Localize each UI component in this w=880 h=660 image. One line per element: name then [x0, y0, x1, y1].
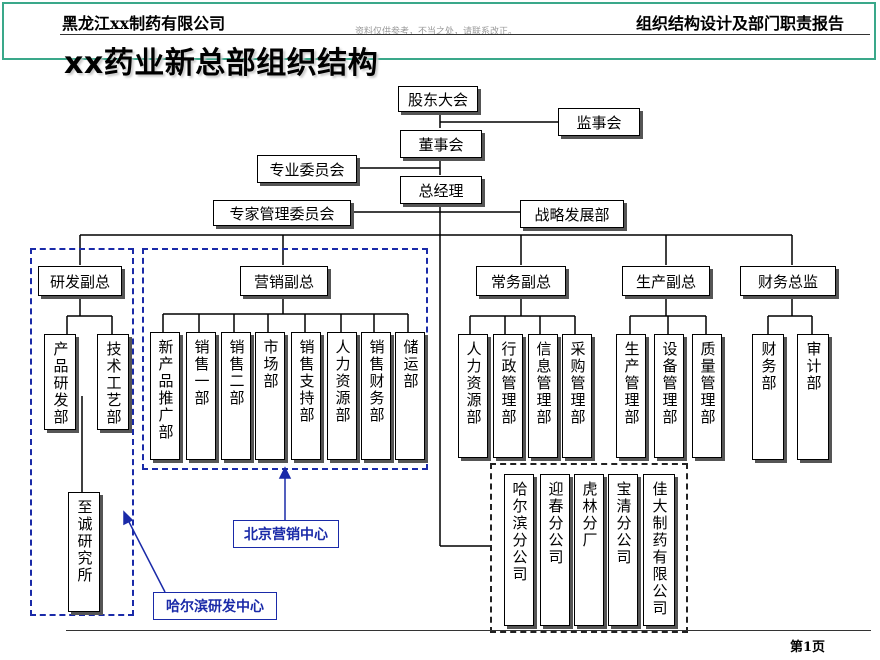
header-frame: [2, 2, 876, 60]
subsidiaries-group: [490, 463, 688, 633]
dept-label: 人力资源部: [333, 339, 352, 424]
dept-node: 信息管理部: [528, 334, 558, 458]
rd-center-group: [30, 248, 134, 616]
expert-committee-node: 专家管理委员会: [213, 200, 351, 226]
dept-label: 销售支持部: [297, 339, 316, 424]
footer-rule: [66, 630, 871, 631]
dept-label: 质量管理部: [698, 341, 717, 426]
strategy-node: 战略发展部: [520, 200, 624, 228]
dept-node: 审计部: [797, 334, 829, 460]
dept-node: 行政管理部: [493, 334, 523, 458]
subsidiary-node: 哈尔滨分公司: [504, 474, 534, 626]
dept-label: 生产管理部: [622, 341, 641, 426]
shareholders-node: 股东大会: [398, 86, 478, 112]
header-note: 资料仅供参考，不当之处，请联系改正。: [355, 27, 518, 37]
dept-label: 采购管理部: [568, 341, 587, 426]
subsidiary-label: 哈尔滨分公司: [510, 481, 529, 583]
dept-node: 技术工艺部: [97, 334, 129, 430]
production-vp-node: 生产副总: [622, 266, 710, 296]
subsidiary-node: 佳大制药有限公司: [643, 474, 675, 626]
dept-node: 人力资源部: [458, 334, 488, 458]
dept-label: 销售二部: [227, 339, 246, 407]
dept-node: 生产管理部: [616, 334, 646, 458]
subsidiary-label: 宝清分公司: [614, 481, 633, 566]
dept-label: 审计部: [804, 341, 823, 392]
dept-label: 技术工艺部: [104, 341, 123, 426]
dept-node: 新产品推广部: [150, 332, 180, 460]
dept-label: 销售财务部: [367, 339, 386, 424]
dept-label: 销售一部: [192, 339, 211, 407]
dept-node: 市场部: [255, 332, 285, 460]
dept-label: 行政管理部: [499, 341, 518, 426]
dept-node: 产品研发部: [44, 334, 76, 430]
company-name: 黑龙江xx制药有限公司: [62, 14, 226, 33]
subsidiary-label: 虎林分厂: [580, 481, 599, 549]
committee-node: 专业委员会: [257, 155, 357, 183]
dept-node: 销售财务部: [361, 332, 391, 460]
ops-vp-node: 常务副总: [476, 266, 566, 296]
dept-node: 设备管理部: [654, 334, 684, 458]
dept-label: 储运部: [401, 339, 420, 390]
rd-vp-node: 研发副总: [38, 266, 122, 296]
page-number: 第1页: [790, 640, 826, 655]
header-rule: [60, 34, 870, 35]
dept-node: 质量管理部: [692, 334, 722, 458]
dept-label: 市场部: [261, 339, 280, 390]
dept-node: 销售二部: [221, 332, 251, 460]
gm-node: 总经理: [400, 176, 482, 204]
subsidiary-node: 虎林分厂: [574, 474, 604, 626]
subsidiary-label: 佳大制药有限公司: [650, 481, 669, 617]
dept-node: 人力资源部: [327, 332, 357, 460]
marketing-center-group: [142, 248, 428, 470]
dept-label: 信息管理部: [534, 341, 553, 426]
beijing-marketing-callout: 北京营销中心: [233, 520, 339, 548]
marketing-vp-node: 营销副总: [240, 266, 328, 296]
page-title: xx药业新总部组织结构: [64, 46, 379, 81]
cfo-node: 财务总监: [740, 266, 836, 296]
dept-label: 设备管理部: [660, 341, 679, 426]
dept-label: 产品研发部: [51, 341, 70, 426]
dept-label: 财务部: [759, 341, 778, 392]
dept-label: 新产品推广部: [156, 339, 175, 441]
board-node: 董事会: [400, 130, 482, 158]
report-title: 组织结构设计及部门职责报告: [635, 14, 844, 33]
institute-node: 至诚研究所: [68, 492, 100, 612]
dept-node: 销售支持部: [291, 332, 321, 460]
subsidiary-label: 迎春分公司: [546, 481, 565, 566]
subsidiary-node: 迎春分公司: [540, 474, 570, 626]
dept-node: 采购管理部: [562, 334, 592, 458]
dept-node: 财务部: [752, 334, 784, 460]
dept-node: 销售一部: [186, 332, 216, 460]
supervisors-node: 监事会: [558, 108, 640, 136]
dept-node: 储运部: [395, 332, 425, 460]
harbin-rd-callout: 哈尔滨研发中心: [153, 592, 277, 620]
institute-label: 至诚研究所: [75, 499, 94, 584]
subsidiary-node: 宝清分公司: [608, 474, 638, 626]
dept-label: 人力资源部: [464, 341, 483, 426]
